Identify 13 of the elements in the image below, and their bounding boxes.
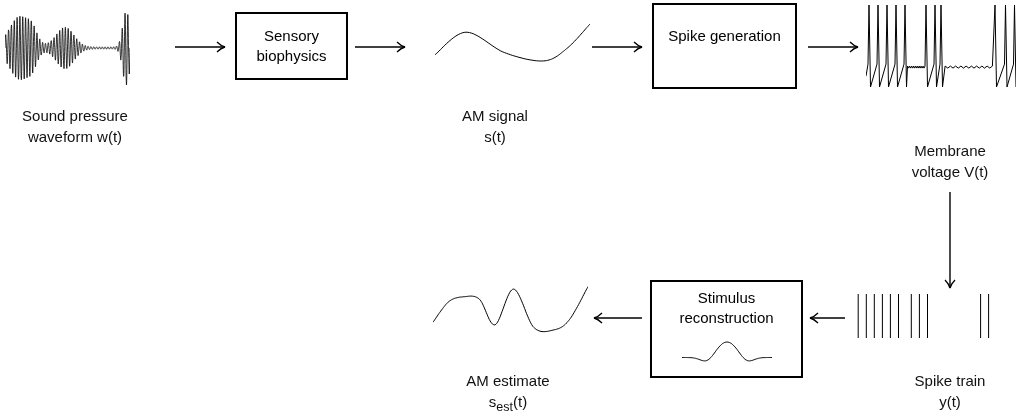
process-box	[650, 280, 803, 378]
process-box	[235, 12, 348, 80]
signal-caption: AM estimate s$_{est}$(t)	[465, 371, 551, 416]
process-box	[652, 3, 797, 89]
box-label: Sensory biophysics	[255, 26, 328, 66]
signal-caption: Sound pressure waveform w(t)	[21, 106, 129, 147]
box-label: Stimulus reconstruction	[678, 288, 775, 328]
signal-caption: AM signal s(t)	[461, 106, 529, 147]
voltage-trace-drawing	[866, 3, 1016, 89]
waveform-drawing	[5, 10, 130, 86]
box-label: Spike generation	[667, 26, 782, 46]
signal-caption: Membrane voltage V(t)	[910, 141, 990, 182]
signal-caption: Spike train y(t)	[913, 371, 987, 412]
